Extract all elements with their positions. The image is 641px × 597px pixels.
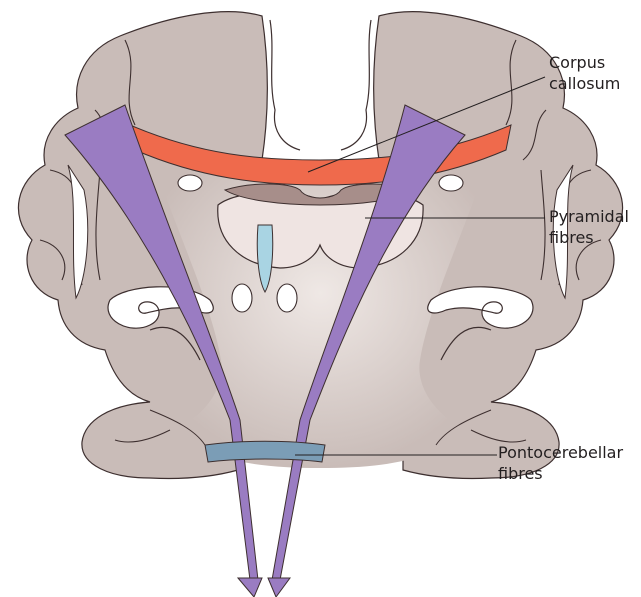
label-pyramidal-fibres-line2: fibres (549, 227, 629, 248)
label-pyramidal-fibres: Pyramidal fibres (549, 206, 629, 248)
label-pontocerebellar-fibres: Pontocerebellar fibres (498, 442, 623, 484)
longitudinal-fissure (270, 20, 371, 150)
label-pontocerebellar-fibres-line2: fibres (498, 463, 623, 484)
pyramidal-arrowheads (238, 578, 290, 597)
label-corpus-callosum: Corpus callosum (549, 52, 620, 94)
label-corpus-callosum-line1: Corpus (549, 52, 620, 73)
label-corpus-callosum-line2: callosum (549, 73, 620, 94)
pontocerebellar-fibres-shape (205, 441, 325, 462)
label-pontocerebellar-fibres-line1: Pontocerebellar (498, 442, 623, 463)
label-pyramidal-fibres-line1: Pyramidal (549, 206, 629, 227)
